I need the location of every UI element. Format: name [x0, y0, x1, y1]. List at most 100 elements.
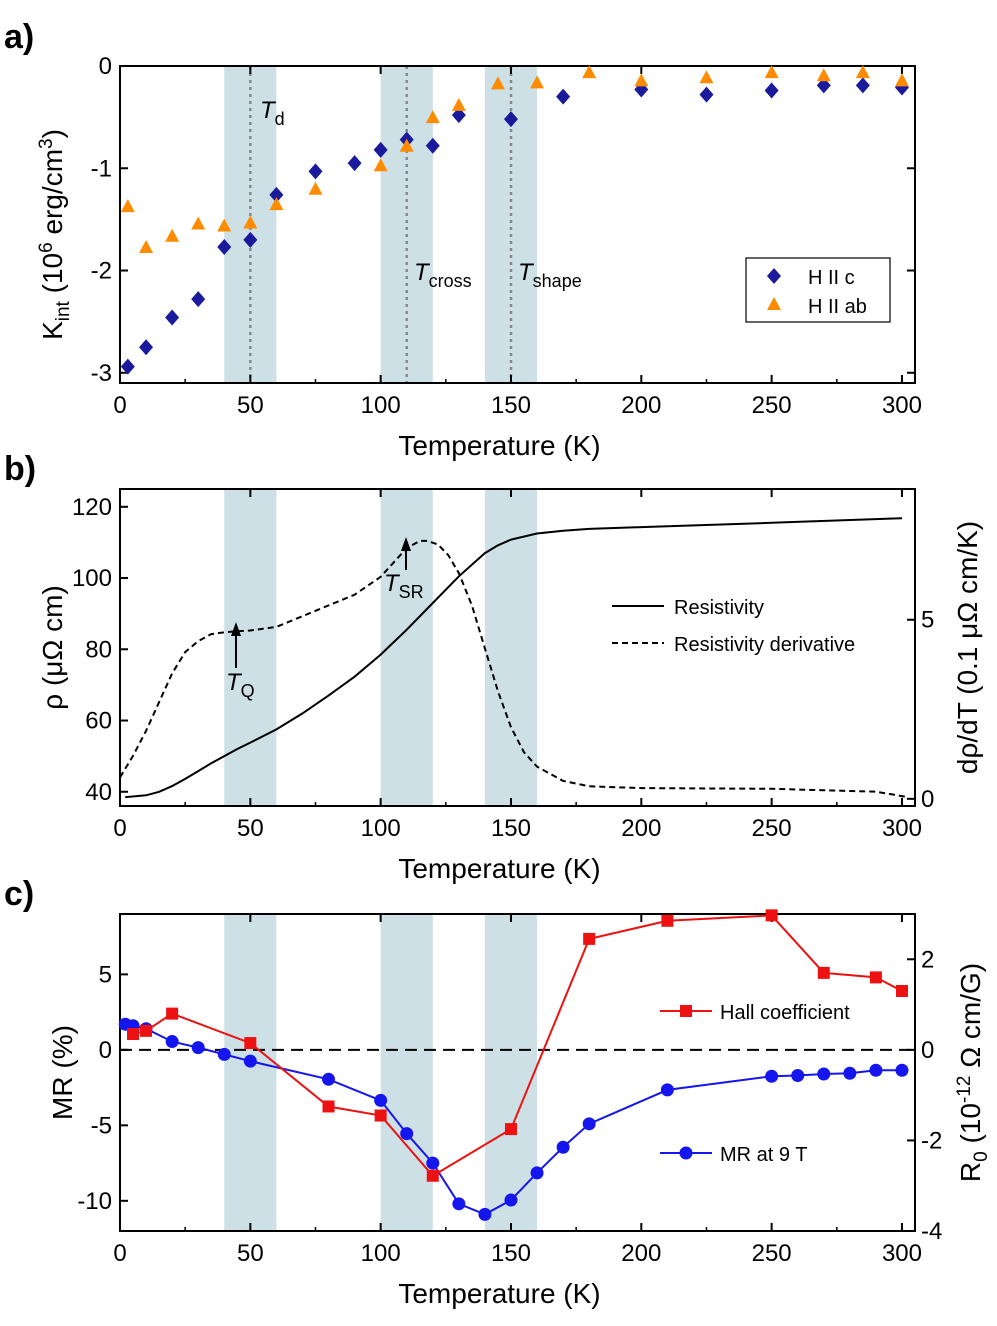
annotation-SR-sub: SR [399, 582, 424, 602]
x-tick-label: 300 [882, 815, 922, 842]
y-tick-label: 0 [99, 53, 112, 80]
data-point-h-ab [120, 199, 135, 213]
x-tick-label: 250 [752, 815, 792, 842]
y-tick-label: -1 [91, 155, 112, 182]
hall-data-point [426, 1169, 439, 1182]
y-axis-label-part: 6 [36, 242, 57, 253]
x-tick-label: 250 [752, 1240, 792, 1267]
data-point-h-ab [139, 240, 154, 254]
plot-frame [119, 65, 916, 384]
mr-data-point [374, 1093, 388, 1107]
legend-marker [767, 297, 781, 310]
hall-data-point [374, 1109, 387, 1122]
data-point-h-c [816, 77, 831, 94]
resistivity-line [125, 517, 903, 799]
hall-coefficient-line [132, 914, 903, 1178]
mr-data-point [504, 1193, 518, 1207]
x-tick-label: 200 [621, 1240, 661, 1267]
data-point-h-ab [634, 73, 649, 87]
shaded-band [484, 489, 538, 806]
mr-data-point [556, 1140, 570, 1154]
x-tick-label: 50 [237, 1240, 264, 1267]
shaded-band [484, 914, 538, 1231]
annotation-shape-main: T [518, 259, 535, 286]
x-tick-label: 150 [491, 392, 531, 419]
data-point-h-c [269, 186, 284, 203]
data-point-h-ab [894, 73, 909, 87]
hall-data-point [166, 1007, 179, 1020]
y-axis-label-part: 3 [36, 138, 57, 149]
data-point-h-c [120, 358, 135, 375]
mr-data-point [817, 1067, 831, 1081]
annotation-d: Td [260, 97, 285, 129]
x-tick-label: 300 [882, 1240, 922, 1267]
data-point-h-ab [165, 228, 180, 242]
mr-data-point [191, 1041, 205, 1055]
hall-data-point [817, 966, 830, 979]
annotation-SR: TSR [384, 570, 424, 602]
mr-data-point [478, 1207, 492, 1221]
annotation-SR-main: T [384, 570, 401, 597]
x-tick-label: 0 [113, 1240, 126, 1267]
y-axis-label: Kint (106 erg/cm3) [36, 129, 74, 340]
hall-data-point [140, 1024, 153, 1037]
panel-label: b) [4, 450, 36, 488]
annotation-d-sub: d [275, 109, 285, 129]
y-axis-label: ρ (μΩ cm) [37, 585, 68, 710]
x-tick-label: 250 [752, 392, 792, 419]
y-tick-label: 80 [85, 636, 112, 663]
legend-label: Hall coefficient [720, 1002, 850, 1024]
data-point-h-c [855, 77, 870, 94]
legend-marker [767, 268, 781, 284]
data-point-h-ab [269, 197, 284, 211]
mr-data-point [895, 1063, 909, 1077]
annotation-cross-sub: cross [429, 271, 472, 291]
hall-data-point [244, 1037, 257, 1050]
legend-marker [680, 1005, 692, 1017]
y-axis-label-part: ) [37, 129, 68, 138]
data-point-h-ab [530, 75, 545, 89]
y-right-tick-label: 5 [921, 607, 934, 634]
annotation-shape: Tshape [518, 259, 582, 291]
legend-label: MR at 9 T [720, 1144, 807, 1166]
annotation-shape-sub: shape [533, 271, 582, 291]
mr-data-point [791, 1069, 805, 1083]
x-tick-label: 50 [237, 392, 264, 419]
data-point-h-ab [816, 68, 831, 82]
x-tick-label: 150 [491, 1240, 531, 1267]
annotation-arrowhead [401, 537, 411, 551]
legend-label: H II ab [808, 296, 867, 318]
data-point-h-ab [699, 70, 714, 84]
data-point-h-ab [425, 110, 440, 124]
legend-label: Resistivity [674, 597, 764, 619]
y-axis-label: MR (%) [47, 1025, 78, 1120]
y-right-tick-label: 0 [921, 786, 934, 813]
data-point-h-c [217, 238, 232, 255]
y-right-tick-label: 2 [921, 946, 934, 973]
data-point-h-ab [243, 215, 258, 229]
x-tick-label: 150 [491, 815, 531, 842]
y-tick-label: -5 [91, 1112, 112, 1139]
y-right-tick-label: -4 [921, 1218, 942, 1245]
mr-data-point [582, 1117, 596, 1131]
y-tick-label: 0 [99, 1037, 112, 1064]
data-point-h-c [451, 107, 466, 124]
hall-data-point [895, 984, 908, 997]
data-point-h-ab [582, 65, 597, 79]
plot-frame [119, 913, 916, 1232]
data-point-h-c [165, 309, 180, 326]
mr-data-point [165, 1035, 179, 1049]
hall-data-point [869, 971, 882, 984]
annotation-d-main: T [260, 97, 277, 124]
y-right-axis-label: R0 (10-12 Ω cm/G) [954, 963, 992, 1182]
data-point-h-c [425, 137, 440, 154]
y-tick-label: 5 [99, 961, 112, 988]
y-tick-label: 60 [85, 708, 112, 735]
data-point-h-ab [399, 138, 414, 152]
data-point-h-c [556, 88, 571, 105]
data-point-h-c [139, 339, 154, 356]
x-tick-label: 200 [621, 392, 661, 419]
data-point-h-ab [373, 158, 388, 172]
mr-data-point [869, 1063, 883, 1077]
